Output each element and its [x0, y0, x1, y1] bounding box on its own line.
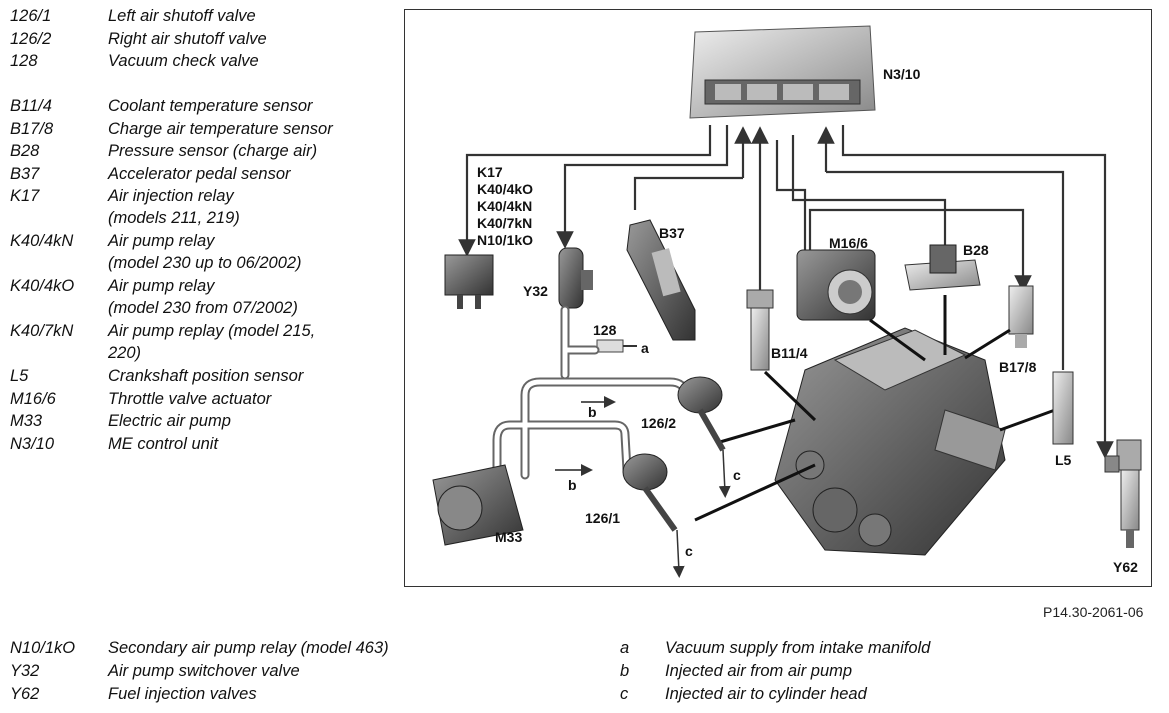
label-m16-6: M16/6 — [829, 235, 868, 251]
label-l5: L5 — [1055, 452, 1072, 468]
legend-description: Air pump relay — [108, 232, 215, 250]
legend-code: K40/7kN — [10, 322, 74, 340]
legend-description: Right air shutoff valve — [108, 29, 267, 48]
legend-description: Injected air from air pump — [665, 662, 853, 680]
fuel-injector-y62: Y62 — [1104, 439, 1142, 575]
legend-description: Coolant temperature sensor — [108, 97, 313, 115]
label-b17-8: B17/8 — [999, 359, 1037, 375]
legend-code: N3/10 — [10, 434, 55, 453]
diagram-frame: N3/10 K17 K40/4kO K40/4kN K40/7kN N10/1k… — [404, 9, 1152, 587]
legend-description-continued: (models 211, 219) — [108, 209, 240, 227]
pointer-lines — [694, 295, 1056, 522]
shutoff-valve-126-1: 126/1 c — [585, 453, 693, 578]
legend-code: K17 — [10, 187, 40, 205]
label-126-1: 126/1 — [585, 510, 620, 526]
label-k40-4ko: K40/4kO — [477, 181, 533, 197]
legend-code: M16/6 — [10, 389, 56, 408]
legend-description: Air pump replay (model 215, — [108, 322, 316, 340]
label-n10-1ko: N10/1kO — [477, 232, 533, 248]
legend-code: K40/4kN — [10, 232, 74, 250]
legend-description: Secondary air pump relay (model 463) — [108, 639, 389, 657]
legend-code: Y32 — [10, 662, 40, 680]
label-b-lower: b — [568, 477, 577, 493]
legend-code: B17/8 — [10, 119, 54, 138]
label-b37: B37 — [659, 225, 685, 241]
legend-description: Air pump switchover valve — [108, 662, 300, 680]
label-a: a — [641, 340, 649, 356]
label-126-2: 126/2 — [641, 415, 676, 431]
relay-block — [444, 254, 494, 309]
legend-code: B11/4 — [10, 97, 52, 115]
flow-arrows-b — [555, 396, 616, 476]
label-c-lower: c — [685, 543, 693, 559]
engine-diagram: N3/10 K17 K40/4kO K40/4kN K40/7kN N10/1k… — [432, 25, 1142, 578]
legend-description: Charge air temperature sensor — [108, 119, 333, 138]
legend-description-continued: (model 230 from 07/2002) — [108, 299, 298, 317]
label-c-upper: c — [733, 467, 741, 483]
label-128: 128 — [593, 322, 617, 338]
throttle-actuator-m16-6: M16/6 — [796, 235, 876, 321]
legend-description: ME control unit — [108, 434, 219, 453]
legend-description: Throttle valve actuator — [108, 389, 272, 408]
label-k17: K17 — [477, 164, 503, 180]
legend-description-continued: 220) — [108, 344, 142, 362]
wiring-harness — [458, 125, 1114, 459]
figure-reference: P14.30-2061-06 — [1043, 604, 1144, 620]
label-n3-10: N3/10 — [883, 66, 921, 82]
legend-description-continued: (model 230 up to 06/2002) — [108, 254, 302, 272]
pressure-sensor-b28: B28 — [904, 242, 989, 291]
legend-code: B28 — [10, 142, 40, 160]
label-b-upper: b — [588, 404, 597, 420]
switchover-valve-y32: Y32 — [523, 247, 593, 309]
legend-code: L5 — [10, 367, 29, 385]
legend-code: B37 — [10, 164, 40, 183]
shutoff-valve-126-2: 126/2 c — [641, 376, 741, 498]
legend-description: Electric air pump — [108, 412, 231, 430]
legend-description: Air pump relay — [108, 277, 215, 295]
label-y32: Y32 — [523, 283, 548, 299]
legend-code: a — [620, 639, 630, 657]
label-m33: M33 — [495, 529, 522, 545]
legend-code: M33 — [10, 412, 43, 430]
relay-label-group: K17 K40/4kO K40/4kN K40/7kN N10/1kO — [477, 164, 533, 248]
pedal-sensor-b37: B37 — [626, 219, 696, 341]
legend-code: K40/4kO — [10, 277, 75, 295]
label-k40-7kn: K40/7kN — [477, 215, 532, 231]
air-pump-m33: M33 — [432, 464, 524, 546]
legend-description: Accelerator pedal sensor — [108, 164, 291, 183]
legend-description: Left air shutoff valve — [108, 7, 256, 25]
crankshaft-sensor-l5: L5 — [1052, 371, 1074, 468]
legend-description: Pressure sensor (charge air) — [108, 142, 318, 160]
engine-block — [774, 327, 1006, 556]
charge-air-sensor-b17-8: B17/8 — [999, 285, 1037, 375]
legend-description: Fuel injection valves — [108, 685, 257, 703]
label-b11-4: B11/4 — [771, 345, 808, 361]
legend-description: Vacuum check valve — [108, 52, 259, 70]
legend-code: c — [620, 685, 629, 703]
legend-description: Injected air to cylinder head — [665, 685, 867, 703]
legend-code: b — [620, 662, 630, 680]
legend-description: Vacuum supply from intake manifold — [665, 639, 931, 657]
legend-code: N10/1kO — [10, 639, 76, 657]
legend-description: Air injection relay — [108, 187, 234, 205]
label-y62: Y62 — [1113, 559, 1138, 575]
label-b28: B28 — [963, 242, 989, 258]
legend-code: 126/1 — [10, 7, 52, 25]
vacuum-check-valve-128: 128 a — [593, 322, 649, 356]
label-k40-4kn: K40/4kN — [477, 198, 532, 214]
legend-code: 128 — [10, 52, 38, 70]
legend-description: Crankshaft position sensor — [108, 367, 304, 385]
coolant-sensor-b11-4: B11/4 — [746, 289, 808, 371]
control-unit-n3-10: N3/10 — [689, 25, 921, 119]
legend-code: 126/2 — [10, 29, 52, 48]
legend-code: Y62 — [10, 685, 40, 703]
